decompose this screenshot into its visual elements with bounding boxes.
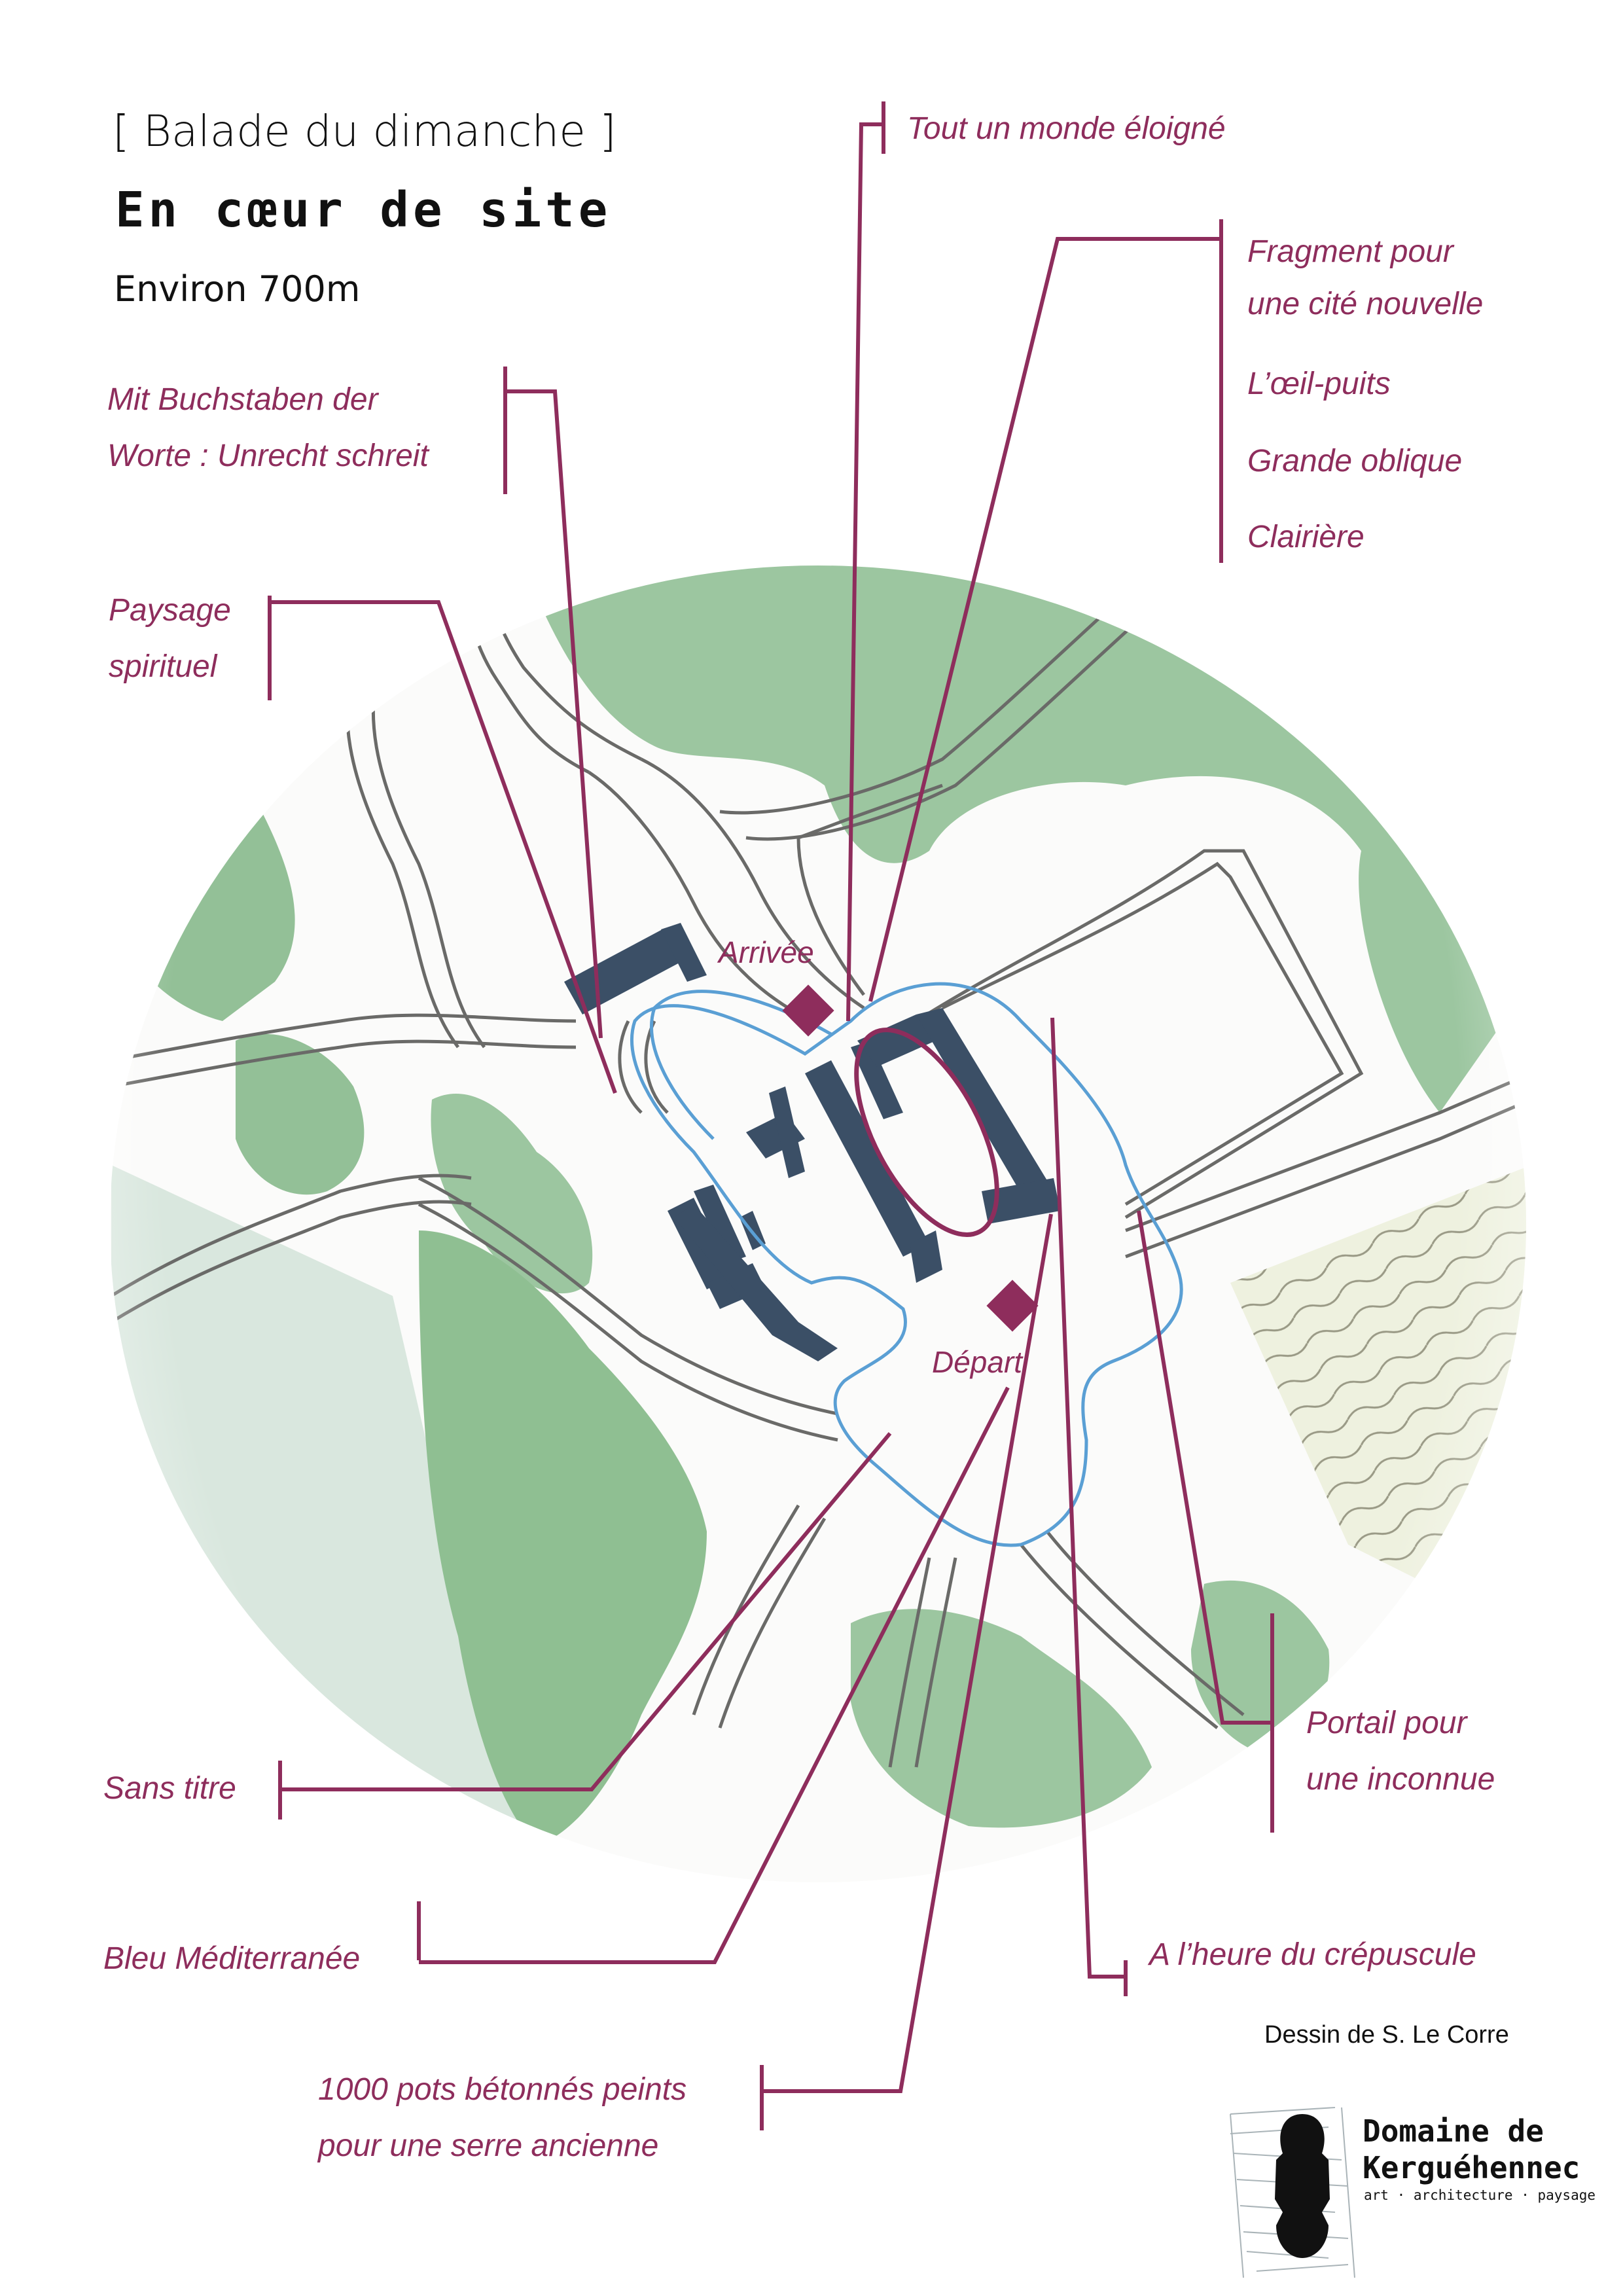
marker-label-arrivee: Arrivée — [719, 935, 814, 969]
label-tout-un-monde[interactable]: Tout un monde éloigné — [907, 101, 1226, 157]
map-title: [ Balade du dimanche ] — [113, 106, 616, 156]
drawing-credit: Dessin de S. Le Corre — [1264, 2021, 1509, 2049]
label-grande-oblique[interactable]: Grande oblique — [1247, 433, 1462, 490]
logo-name-line: Domaine de — [1363, 2113, 1544, 2149]
label-text: Paysage — [109, 593, 231, 628]
label-fragment[interactable]: Fragment pour une cité nouvelle — [1247, 224, 1483, 332]
label-portail[interactable]: Portail pour une inconnue — [1306, 1695, 1495, 1808]
logo-name-line: Kerguéhennec — [1363, 2150, 1580, 2185]
depart-marker[interactable] — [986, 1280, 1039, 1332]
label-text: 1000 pots bétonnés peints — [318, 2072, 687, 2107]
label-text: Mit Buchstaben der — [107, 382, 378, 417]
label-text: Tout un monde éloigné — [907, 111, 1226, 146]
logo-name: Domaine de Kerguéhennec — [1363, 2113, 1580, 2186]
marker-label-depart: Départ — [932, 1345, 1023, 1379]
label-crepuscule[interactable]: A l’heure du crépuscule — [1149, 1927, 1476, 1983]
label-text: Bleu Méditerranée — [103, 1941, 361, 1976]
label-text: Sans titre — [103, 1771, 236, 1806]
callout-lines — [268, 101, 1274, 2130]
label-text: Worte : Unrecht schreit — [107, 439, 429, 473]
label-text: pour une serre ancienne — [318, 2128, 659, 2163]
label-mit-buchstaben[interactable]: Mit Buchstaben der Worte : Unrecht schre… — [107, 372, 429, 484]
label-paysage-spirituel[interactable]: Paysage spirituel — [109, 583, 231, 695]
label-text: une inconnue — [1306, 1762, 1495, 1797]
arrivee-marker[interactable] — [782, 984, 834, 1037]
map-heading: En cœur de site — [115, 182, 612, 238]
label-1000-pots[interactable]: 1000 pots bétonnés peints pour une serre… — [318, 2062, 687, 2174]
label-text: spirituel — [109, 649, 217, 684]
label-oeil-puits[interactable]: L’œil-puits — [1247, 356, 1391, 412]
label-text: Clairière — [1247, 520, 1364, 554]
map-distance: Environ 700m — [114, 268, 361, 310]
logo-mark — [1211, 2042, 1577, 2291]
label-text: Fragment pour — [1247, 234, 1454, 269]
label-text: L’œil-puits — [1247, 367, 1391, 401]
label-clairiere[interactable]: Clairière — [1247, 509, 1364, 565]
logo-tagline: art · architecture · paysage — [1364, 2187, 1596, 2203]
walk-route — [630, 982, 1183, 1547]
label-text: Portail pour — [1306, 1706, 1467, 1740]
oeil-puits-ellipse — [854, 1028, 999, 1237]
label-text: Grande oblique — [1247, 444, 1463, 478]
label-text: une cité nouvelle — [1247, 287, 1484, 321]
label-sans-titre[interactable]: Sans titre — [103, 1761, 236, 1817]
label-text: A l’heure du crépuscule — [1149, 1937, 1476, 1972]
label-bleu-mediterranee[interactable]: Bleu Méditerranée — [103, 1931, 360, 1987]
